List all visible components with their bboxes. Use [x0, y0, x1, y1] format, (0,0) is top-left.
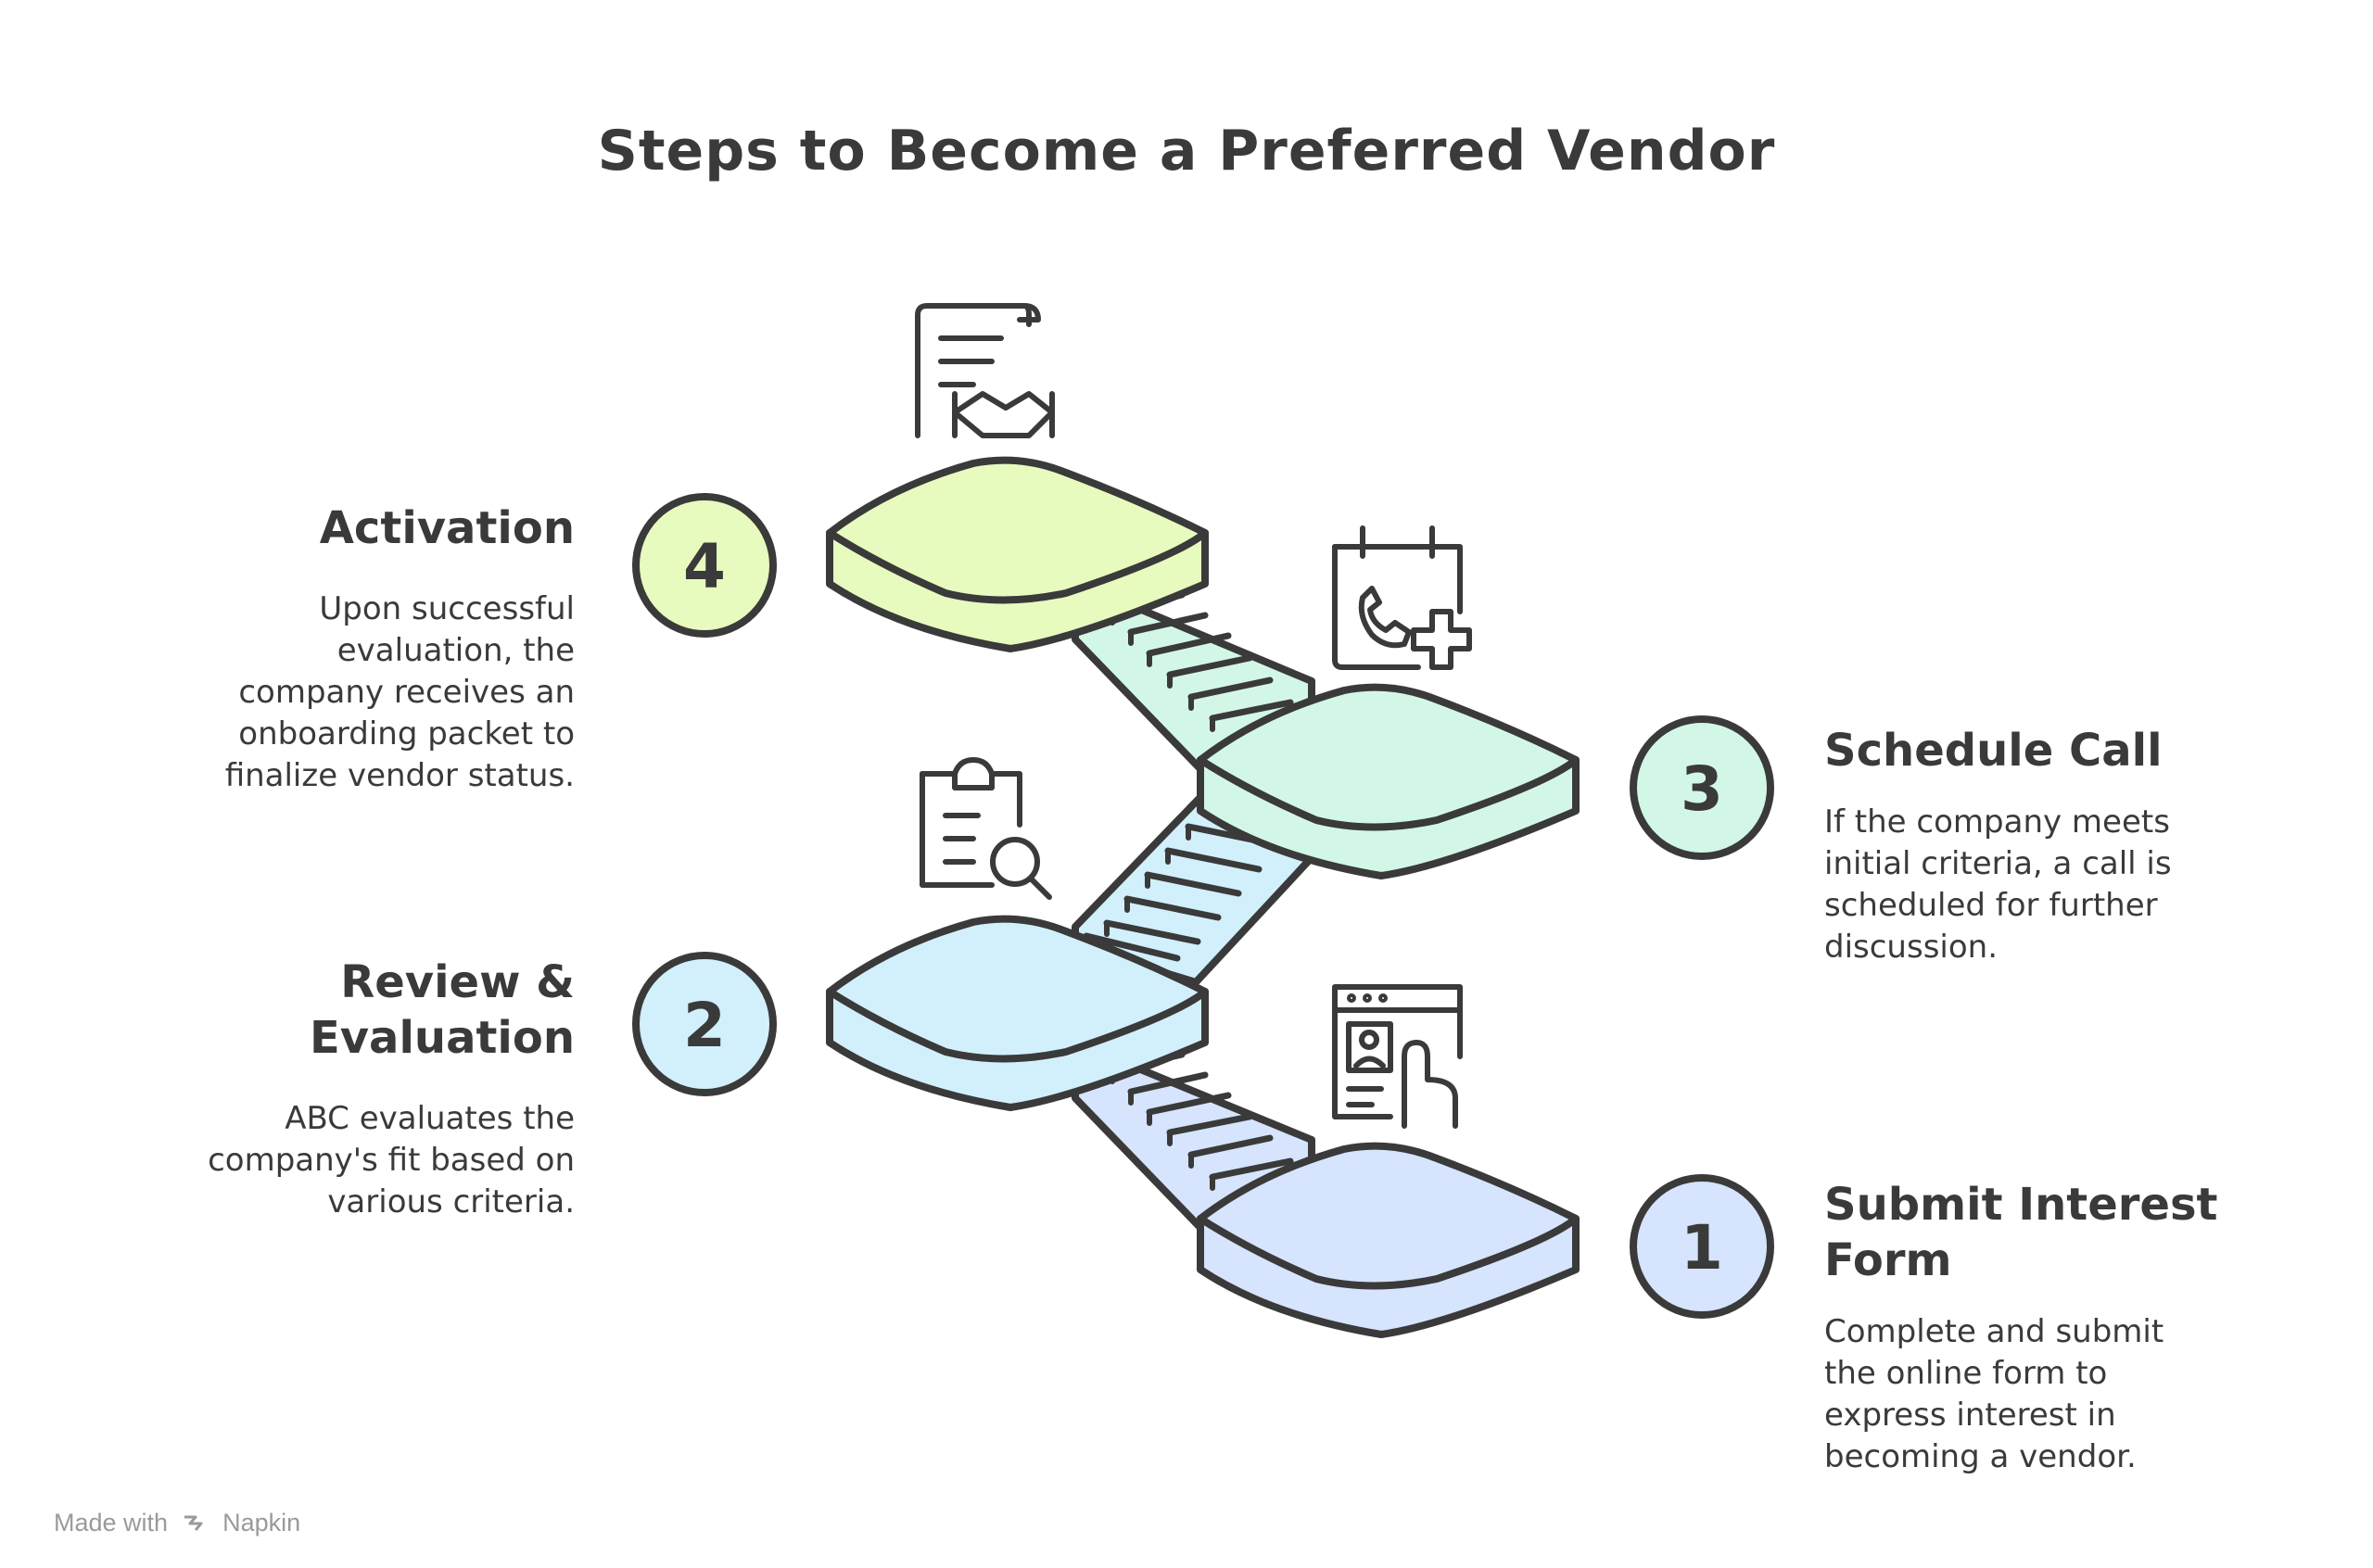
step-4-title: Activation — [185, 500, 575, 556]
step-2-desc-line: ABC evaluates the — [285, 1100, 575, 1137]
step-3-title: Schedule Call — [1824, 723, 2251, 778]
step-1-desc-line: the online form to — [1824, 1355, 2108, 1392]
platform-2 — [826, 915, 1209, 1111]
step-2-number: 2 — [683, 990, 726, 1061]
contract-handshake-icon — [915, 303, 1055, 438]
step-3-desc-line: discussion. — [1824, 929, 1999, 966]
napkin-brand-label: Napkin — [222, 1509, 301, 1536]
step-1-desc-line: express interest in — [1824, 1397, 2116, 1434]
step-3-number: 3 — [1681, 753, 1723, 825]
step-4-badge — [632, 493, 777, 638]
step-2-title-line1: Review & — [340, 956, 575, 1008]
step-2-description: ABC evaluates the company's fit based on… — [139, 1098, 575, 1223]
step-2-title: Review & Evaluation — [185, 955, 575, 1066]
step-3-desc-line: scheduled for further — [1824, 887, 2158, 924]
platform-3 — [1197, 683, 1580, 879]
step-1-desc-line: Complete and submit — [1824, 1313, 2164, 1350]
step-2-desc-line: company's fit based on — [208, 1142, 575, 1179]
step-2-badge — [632, 952, 777, 1096]
step-1-badge — [1630, 1174, 1774, 1319]
step-4-desc-line: finalize vendor status. — [224, 757, 575, 794]
step-3-title-line1: Schedule Call — [1824, 725, 2163, 777]
step-4-description: Upon successful evaluation, the company … — [139, 588, 575, 797]
step-3-desc-line: initial criteria, a call is — [1824, 845, 2172, 882]
step-2-desc-line: various criteria. — [327, 1183, 575, 1220]
online-form-icon — [1332, 984, 1463, 1129]
platform-4 — [826, 456, 1209, 652]
step-4-title-line1: Activation — [319, 502, 575, 554]
step-4-desc-line: company receives an — [238, 674, 575, 711]
step-1-title-line2: Form — [1824, 1234, 1952, 1286]
step-4-number: 4 — [683, 531, 726, 602]
made-with-napkin-footer[interactable]: Made with Napkin — [54, 1509, 300, 1537]
page-title: Steps to Become a Preferred Vendor — [597, 119, 1776, 183]
calendar-phone-icon — [1332, 525, 1472, 670]
napkin-logo-icon — [184, 1515, 203, 1531]
clipboard-search-icon — [920, 757, 1052, 900]
step-2-title-line2: Evaluation — [309, 1012, 575, 1064]
step-1-desc-line: becoming a vendor. — [1824, 1438, 2137, 1475]
step-1-number: 1 — [1681, 1212, 1723, 1283]
step-4-desc-line: onboarding packet to — [238, 715, 575, 752]
step-3-desc-line: If the company meets — [1824, 803, 2170, 841]
step-3-description: If the company meets initial criteria, a… — [1824, 802, 2288, 968]
made-with-label: Made with — [54, 1509, 169, 1536]
step-1-title: Submit Interest Form — [1824, 1177, 2269, 1288]
step-1-title-line1: Submit Interest — [1824, 1179, 2218, 1231]
platform-1 — [1197, 1142, 1580, 1338]
step-1-description: Complete and submit the online form to e… — [1824, 1311, 2269, 1478]
step-3-badge — [1630, 715, 1774, 860]
step-4-desc-line: evaluation, the — [336, 632, 575, 669]
step-4-desc-line: Upon successful — [319, 590, 575, 627]
